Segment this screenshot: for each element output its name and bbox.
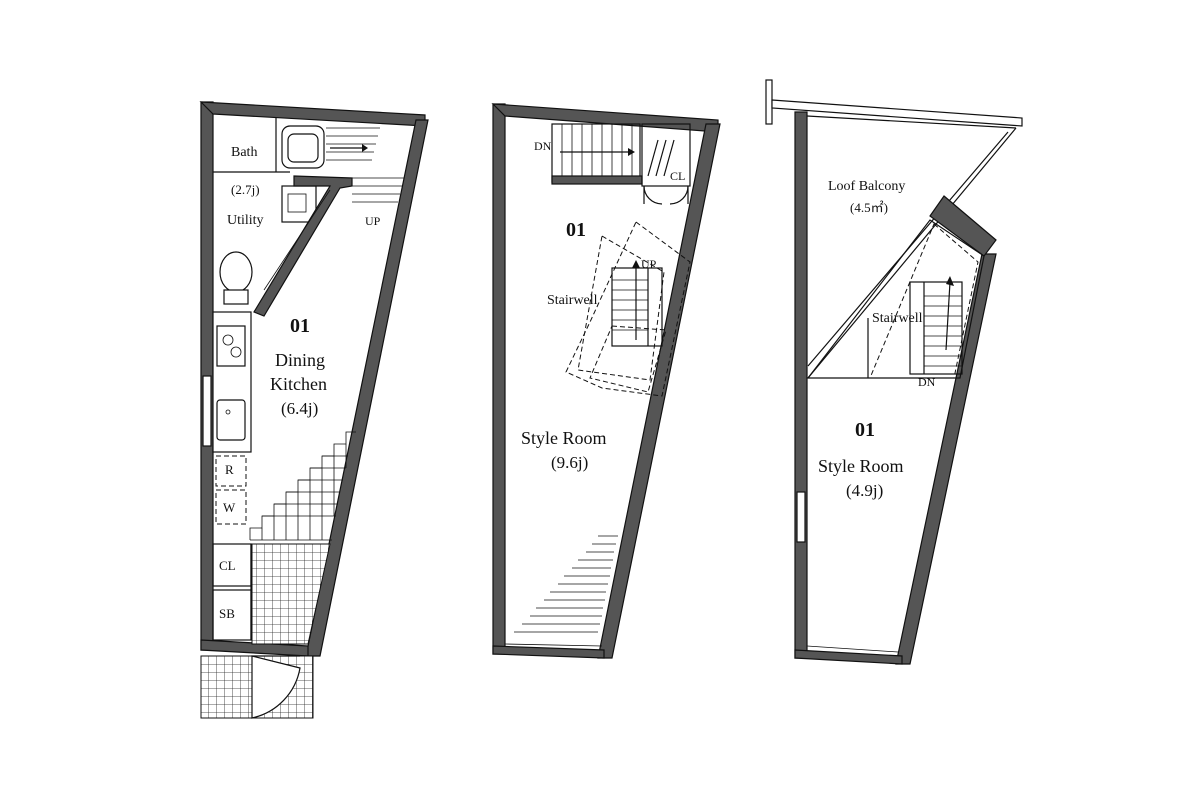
label-style-room-second: Style Room <box>521 428 607 448</box>
closet-second <box>641 123 691 187</box>
kitchen-sink <box>216 399 246 441</box>
toilet-bowl <box>219 251 253 293</box>
outer-wall-top <box>199 101 426 127</box>
label-bath-size: (2.7j) <box>231 182 260 197</box>
outer-wall-diagonal <box>305 119 429 657</box>
outer-wall-left-second <box>492 103 506 655</box>
outer-wall-left-third <box>794 111 808 659</box>
label-balcony-size: (4.5㎡) <box>850 200 888 215</box>
closet-door-right <box>669 185 689 205</box>
stepped-area-first <box>249 431 356 541</box>
label-up-second: UP <box>641 257 657 271</box>
label-dining: Dining <box>275 350 325 370</box>
burner-2 <box>230 346 242 358</box>
window-left-third <box>796 491 806 543</box>
window-left-first <box>202 375 212 447</box>
outer-wall-bottom-third <box>794 649 903 665</box>
stepped-floor-second <box>514 535 618 633</box>
label-shoebox: SB <box>219 606 235 621</box>
utility-partition-wall <box>253 175 353 317</box>
outer-wall-top-second <box>491 103 719 133</box>
label-kitchen: Kitchen <box>270 374 327 394</box>
label-refrigerator: R <box>225 462 234 477</box>
label-style-room-second-size: (9.6j) <box>551 453 588 472</box>
floor-plan-third: Loof Balcony (4.5㎡) Stairwell DN 01 Styl… <box>765 79 1023 665</box>
partition-line <box>263 189 331 291</box>
label-dn-third: DN <box>918 375 936 389</box>
outer-wall-bottom-second <box>492 645 605 659</box>
refrigerator-space <box>215 455 247 487</box>
label-up-first: UP <box>365 214 381 228</box>
balcony-diagonal <box>807 127 1017 379</box>
entrance-tile-floor <box>251 543 331 645</box>
burner-1 <box>222 334 234 346</box>
label-utility: Utility <box>227 213 264 228</box>
utility-sink-basin <box>287 193 307 213</box>
stairs-down-second <box>551 123 643 185</box>
unit-number-second: 01 <box>566 219 586 241</box>
sink-drain <box>225 409 231 415</box>
roof-railing-post <box>765 79 773 125</box>
floor-plan-first: Bath (2.7j) Utility UP 01 Dining Kitchen… <box>199 101 429 719</box>
label-kitchen-size: (6.4j) <box>281 399 318 418</box>
label-bath: Bath <box>231 145 257 160</box>
bathtub-inner <box>287 133 319 163</box>
outer-wall-diagonal-second <box>597 123 721 659</box>
label-closet-first: CL <box>219 558 236 573</box>
unit-number-third: 01 <box>855 419 875 441</box>
label-stairwell-third: Stairwell <box>872 311 923 326</box>
entrance-door-swing <box>251 655 301 719</box>
stairwell-third <box>806 219 985 379</box>
stove <box>216 325 246 367</box>
label-stairwell-second: Stairwell <box>547 293 598 308</box>
label-style-room-third-size: (4.9j) <box>846 481 883 500</box>
closet-door-left <box>643 185 663 205</box>
outer-wall-diagonal-third <box>895 253 997 665</box>
stairwell-second <box>565 221 691 397</box>
toilet-tank <box>223 289 249 305</box>
stairs-up-first <box>326 127 404 203</box>
label-style-room-third: Style Room <box>818 456 904 476</box>
label-washer: W <box>223 500 236 515</box>
roof-railing <box>771 99 1023 127</box>
label-closet-second: CL <box>670 169 685 183</box>
floor-plan-second: DN CL 01 UP Stairwell Style Room (9.6j) <box>491 103 721 659</box>
label-loof-balcony: Loof Balcony <box>828 179 905 194</box>
label-dn-second: DN <box>534 139 552 153</box>
unit-number-first: 01 <box>290 315 310 337</box>
